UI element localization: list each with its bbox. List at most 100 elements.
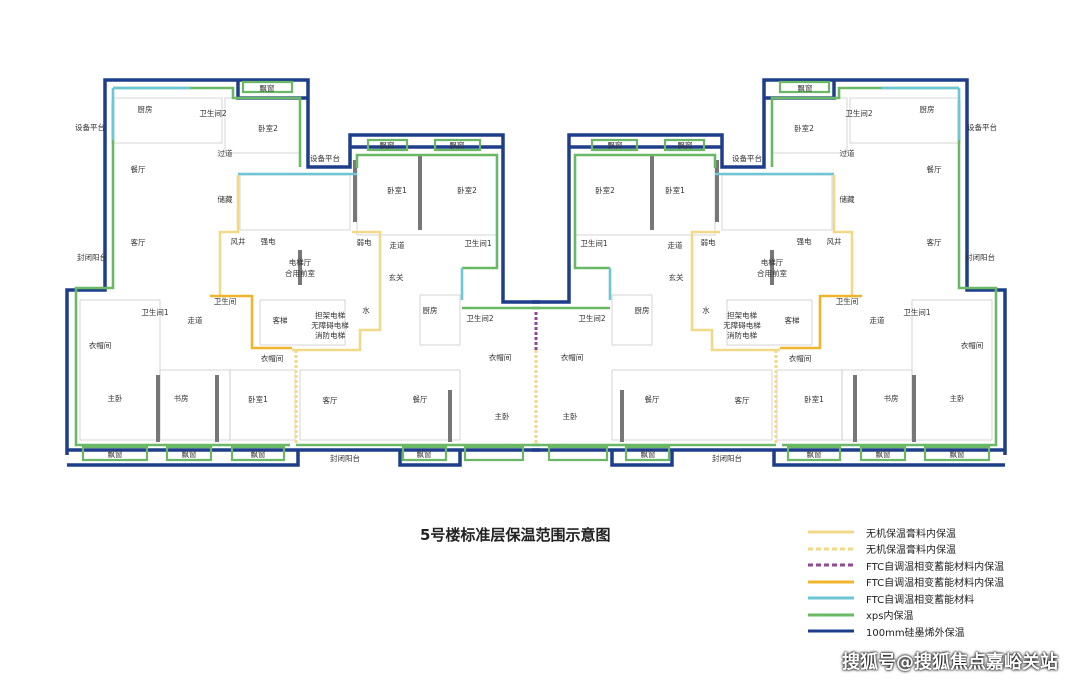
room-label: 弱电 [701,237,716,247]
room-label: 走道 [390,240,405,250]
room-label: 担架电梯 [315,310,345,320]
room-label: 卧室2 [794,123,814,133]
legend-swatch [808,613,854,617]
room-label: 设备平台 [967,122,997,132]
room-label: 卫生间1 [141,307,168,317]
room-label: 卧室1 [387,185,407,195]
room-label: 风井 [231,236,246,246]
room-label: 玄关 [669,272,684,282]
room-label: 飘窗 [182,449,197,459]
room-label: 飘窗 [798,83,813,93]
room-label: 走道 [188,315,203,325]
room-label: 设备平台 [75,122,105,132]
room-label: 飘窗 [450,140,465,150]
plan-left-half [65,78,540,467]
room-label: 电梯厅 [289,257,312,267]
legend-item: FTC自调温相变蓄能材料 [808,590,1004,607]
room-label: 主卧 [108,393,123,403]
room-label: 水 [362,305,370,315]
room-label: 封闭阳台 [965,252,995,262]
room-label: 餐厅 [413,395,428,404]
legend-label: FTC自调温相变蓄能材料 [866,594,975,606]
room-label: 飘窗 [641,449,656,459]
room-label: 飘窗 [380,140,395,150]
legend-swatch [808,547,854,551]
room-label: 卧室1 [804,394,824,404]
room-label: 主卧 [563,411,578,421]
room-label: 弱电 [357,237,372,247]
room-label: 储藏 [218,194,233,204]
room-label: 卧室1 [248,394,268,404]
room-label: 飘窗 [417,449,432,459]
room-label: 封闭阳台 [712,453,742,463]
room-label: 厨房 [920,104,935,114]
legend-item: 100mm硅墨烯外保温 [808,623,1004,640]
room-label: 强电 [797,236,812,246]
room-label: 飘窗 [876,449,891,459]
legend-label: 无机保温膏料内保温 [866,528,956,540]
room-label: 强电 [261,236,276,246]
room-label: 过道 [840,148,855,158]
legend-label: 无机保温膏料内保温 [866,545,956,557]
room-label: 餐厅 [927,165,942,174]
room-label: 主卧 [495,411,510,421]
legend-swatch [808,563,854,567]
room-label: 卫生间 [214,296,237,306]
room-label: 卫生间2 [845,108,872,118]
room-label: 玄关 [389,272,404,282]
room-label: 水 [702,305,710,315]
room-label: 客厅 [735,395,750,405]
room-label: 卫生间1 [464,238,491,248]
legend-label: FTC自调温相变蓄能材料内保温 [866,578,1005,590]
watermark: 搜狐号@搜狐焦点嘉峪关站 [842,652,1058,673]
room-label: 客梯 [785,315,800,325]
room-label: 衣帽间 [789,353,812,363]
room-label: 飘窗 [950,449,965,459]
room-label: 衣帽间 [561,352,584,362]
room-label: 卧室2 [457,185,477,195]
room-label: 餐厅 [645,395,660,404]
room-label: 无障碍电梯 [311,320,349,330]
room-label: 担架电梯 [727,310,757,320]
room-label: 合用前室 [285,268,315,278]
room-label: 走道 [668,240,683,250]
legend-label: xps内保温 [866,611,914,623]
room-label: 走道 [870,315,885,325]
room-label: 餐厅 [131,165,146,174]
room-label: 卫生间1 [580,238,607,248]
room-label: 飘窗 [608,140,623,150]
room-label: 设备平台 [310,153,340,163]
legend-item: xps内保温 [808,607,1004,624]
room-label: 卫生间 [836,296,859,306]
legend-item: 无机保温膏料内保温 [808,541,1004,558]
room-label: 衣帽间 [489,352,512,362]
room-label: 主卧 [950,393,965,403]
legend-swatch [808,596,854,600]
room-label: 飘窗 [807,449,822,459]
room-label: 客厅 [323,395,338,405]
room-label: 电梯厅 [761,257,784,267]
room-label: 衣帽间 [261,353,284,363]
room-label: 卫生间2 [466,313,493,323]
room-label: 卫生间1 [903,307,930,317]
room-label: 厨房 [423,305,438,315]
room-label: 封闭阳台 [330,453,360,463]
legend-swatch [808,580,854,584]
room-label: 储藏 [840,194,855,204]
room-label: 封闭阳台 [77,252,107,262]
room-label: 衣帽间 [89,340,112,350]
room-label: 客梯 [273,315,288,325]
room-label: 卫生间2 [199,108,226,118]
room-label: 卧室2 [258,123,278,133]
room-label: 书房 [174,393,189,403]
room-label: 客厅 [131,237,146,247]
room-label: 卧室2 [595,185,615,195]
room-label: 消防电梯 [315,330,345,340]
room-label: 卫生间2 [578,313,605,323]
plan-title: 5号楼标准层保温范围示意图 [420,526,611,544]
room-label: 飘窗 [251,449,266,459]
legend-item: FTC自调温相变蓄能材料内保温 [808,557,1004,574]
room-label: 无障碍电梯 [723,320,761,330]
